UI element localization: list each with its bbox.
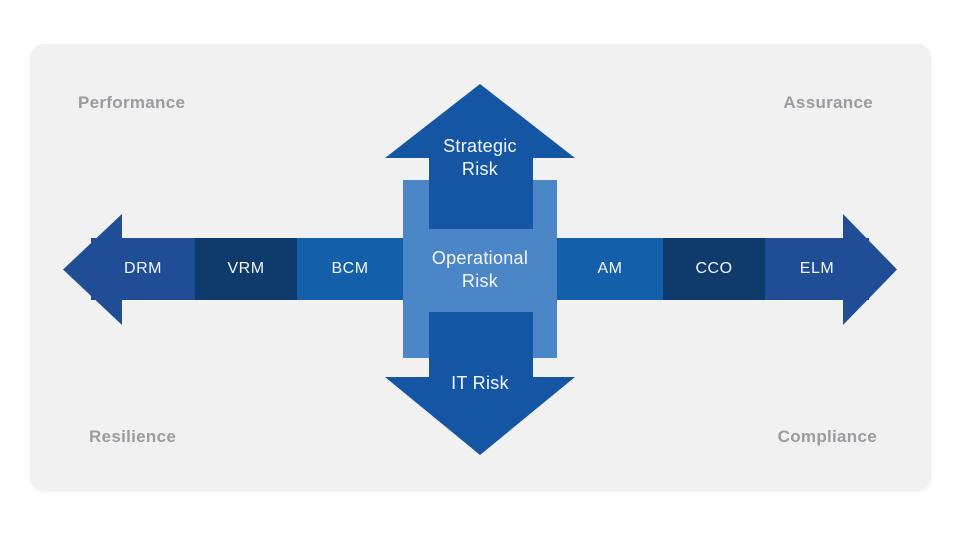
corner-label-performance: Performance xyxy=(78,93,186,112)
segment-drm-label: DRM xyxy=(124,260,162,277)
segment-am-label: AM xyxy=(597,260,623,277)
segment-vrm: VRM xyxy=(195,238,297,300)
corner-label-resilience: Resilience xyxy=(89,427,177,446)
segment-bcm-label: BCM xyxy=(331,260,369,277)
operational-risk-label: Operational Risk xyxy=(431,248,529,291)
segment-cco-label: CCO xyxy=(695,260,733,277)
segment-elm-label: ELM xyxy=(799,260,835,277)
segment-vrm-label: VRM xyxy=(227,260,265,277)
corner-label-compliance: Compliance xyxy=(777,427,877,446)
strategic-risk-label: Strategic Risk xyxy=(443,136,517,179)
corner-label-assurance: Assurance xyxy=(783,93,873,112)
segment-cco: CCO xyxy=(663,238,765,300)
it-risk-label: IT Risk xyxy=(451,372,509,393)
segment-am: AM xyxy=(557,238,663,300)
segment-bcm: BCM xyxy=(297,238,403,300)
